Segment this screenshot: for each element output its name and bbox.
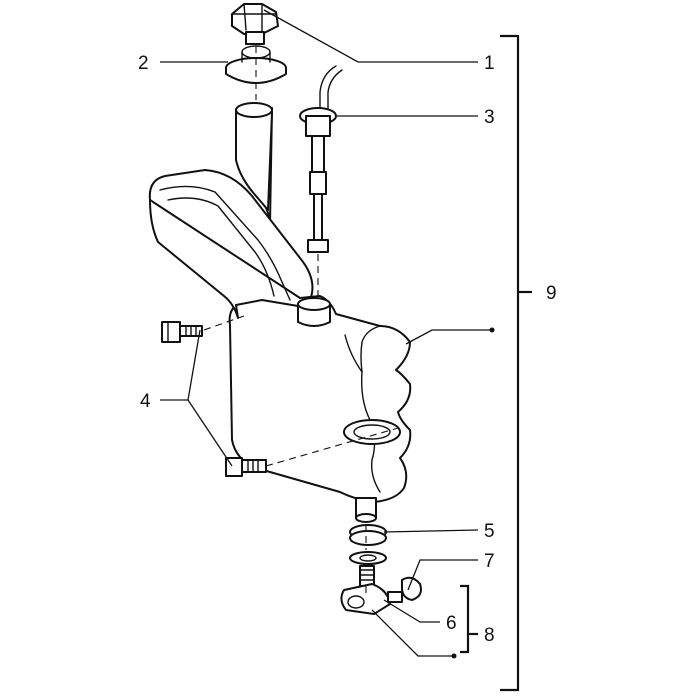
filler-cap [231, 3, 279, 45]
bracket-8 [460, 584, 478, 654]
callout-4: 4 [140, 391, 151, 412]
callout-2: 2 [138, 53, 149, 74]
assembly-lines [203, 46, 399, 598]
callout-3: 3 [484, 107, 495, 128]
callout-1: 1 [484, 53, 495, 74]
fuel-tank [148, 102, 412, 523]
bracket-9 [500, 34, 532, 692]
callout-8: 8 [484, 625, 495, 646]
leader-lines [160, 9, 495, 659]
mounting-bolt-lower [225, 457, 267, 477]
fuel-gauge-sender [299, 65, 343, 253]
callout-5: 5 [484, 521, 495, 542]
fuel-tap-assembly [340, 524, 422, 615]
callout-7: 7 [484, 551, 495, 572]
mounting-bolt-upper [161, 321, 203, 343]
callout-9: 9 [546, 283, 557, 304]
callout-6: 6 [446, 613, 457, 634]
